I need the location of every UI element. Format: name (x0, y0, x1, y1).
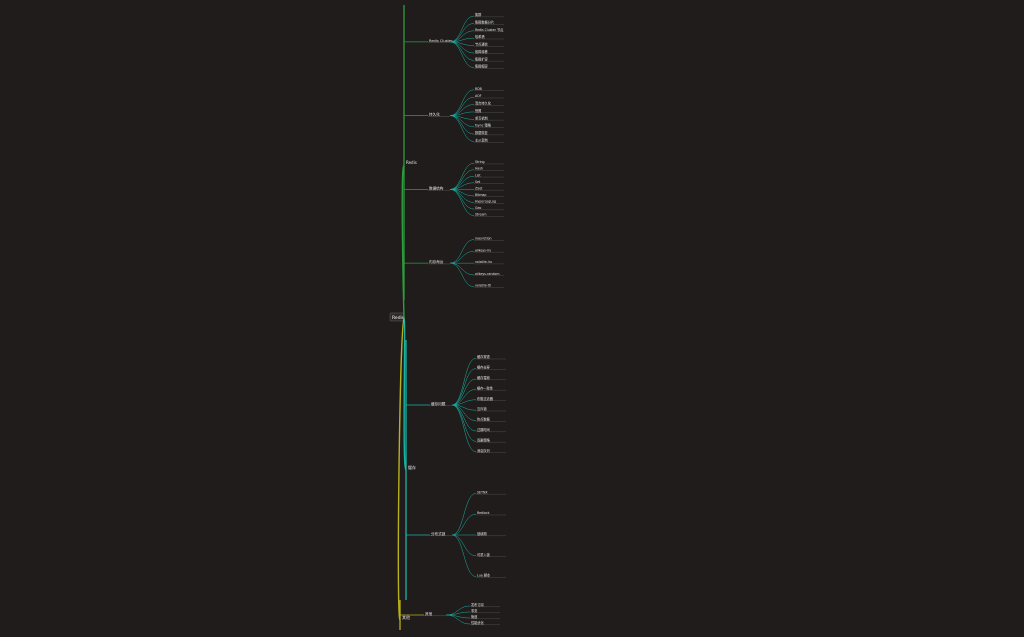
child-label-1-1-2[interactable]: 锁续期 (477, 531, 487, 536)
child-label-2-0-3[interactable]: 性能优化 (471, 620, 485, 625)
child-label-0-2-8[interactable]: Stream (475, 213, 487, 217)
child-edge-0-1-7 (449, 115, 475, 142)
child-label-2-0-0[interactable]: 发布订阅 (471, 602, 484, 607)
child-label-1-0-8[interactable]: 双删策略 (477, 437, 491, 442)
child-edge-1-0-9 (451, 404, 477, 453)
child-label-0-2-7[interactable]: Geo (475, 206, 481, 210)
child-label-1-1-4[interactable]: Lua 脚本 (477, 573, 491, 578)
child-edge-0-2-0 (449, 162, 475, 190)
child-label-0-0-5[interactable]: 故障转移 (475, 49, 489, 54)
group-label-0-1[interactable]: 持久化 (429, 112, 440, 117)
child-label-0-2-2[interactable]: List (475, 173, 481, 177)
child-edge-0-1-0 (449, 89, 475, 116)
group-label-0-2[interactable]: 数据结构 (429, 185, 444, 190)
child-label-1-0-4[interactable]: 布隆过滤器 (477, 396, 494, 401)
child-label-1-1-0[interactable]: SETNX (477, 490, 488, 494)
child-label-0-0-4[interactable]: 节点通信 (475, 42, 489, 47)
child-label-2-0-1[interactable]: 事务 (471, 608, 478, 613)
child-label-0-1-7[interactable]: 主从复制 (475, 137, 488, 142)
child-edge-0-2-1 (449, 169, 475, 190)
child-edge-0-3-3 (449, 262, 475, 276)
child-label-0-0-1[interactable]: 集群数据分片 (475, 19, 494, 24)
child-edge-1-1-0 (451, 493, 477, 536)
child-edge-1-0-8 (451, 404, 477, 442)
group-label-1-0[interactable]: 缓存问题 (431, 401, 446, 406)
child-label-0-2-3[interactable]: Set (475, 180, 481, 184)
child-edge-1-0-2 (451, 378, 477, 406)
group-label-2-0[interactable]: 其他 (425, 611, 433, 616)
child-edge-0-3-1 (449, 251, 475, 264)
group-label-0-0[interactable]: Redis Cluster (429, 39, 453, 43)
child-edge-1-1-4 (451, 534, 477, 577)
branch-label-1[interactable]: 缓存 (408, 464, 416, 470)
child-edge-1-0-7 (451, 404, 477, 432)
child-label-0-1-0[interactable]: RDB (475, 87, 482, 91)
child-label-1-0-7[interactable]: 过期时间 (477, 427, 490, 432)
child-edge-0-0-0 (449, 15, 475, 43)
branch-connector-2 (397, 317, 405, 621)
child-label-0-1-4[interactable]: 重写机制 (475, 115, 488, 120)
child-label-1-0-0[interactable]: 缓存穿透 (477, 354, 491, 359)
child-label-1-1-1[interactable]: Redlock (477, 511, 490, 515)
child-edge-0-0-6 (449, 41, 475, 61)
child-label-0-3-1[interactable]: allkeys-lru (475, 248, 491, 252)
child-label-0-1-3[interactable]: 快照 (475, 108, 482, 113)
root-node-label[interactable]: Redis (392, 315, 405, 321)
child-label-0-1-6[interactable]: 数据恢复 (475, 130, 489, 135)
branch-label-0[interactable]: Redis (406, 160, 417, 165)
child-label-0-3-4[interactable]: volatile-ttl (475, 284, 491, 288)
child-edge-0-2-8 (449, 189, 475, 216)
child-label-1-0-1[interactable]: 缓存击穿 (477, 365, 490, 370)
child-edge-1-0-4 (451, 399, 477, 406)
child-label-0-0-7[interactable]: 集群缩容 (475, 64, 489, 69)
child-label-0-3-2[interactable]: volatile-lru (475, 260, 492, 264)
child-label-0-0-3[interactable]: 哈希槽 (475, 34, 485, 39)
child-edge-0-0-1 (449, 23, 475, 43)
child-edge-0-2-6 (449, 189, 475, 203)
group-label-0-3[interactable]: 内存淘汰 (429, 259, 444, 264)
child-edge-0-0-7 (449, 41, 475, 68)
child-label-1-0-9[interactable]: 消息队列 (477, 448, 490, 453)
child-label-1-0-6[interactable]: 热点数据 (477, 417, 491, 422)
child-edge-0-1-6 (449, 115, 475, 135)
child-label-0-0-0[interactable]: 集群 (475, 12, 482, 17)
branch-connector-0 (401, 164, 405, 319)
child-edge-0-1-1 (449, 96, 475, 116)
child-label-0-3-3[interactable]: allkeys-random (475, 272, 499, 276)
child-label-1-0-2[interactable]: 缓存雪崩 (477, 375, 490, 380)
child-edge-1-1-1 (451, 513, 477, 536)
child-edge-0-3-0 (449, 239, 475, 264)
child-label-0-0-2[interactable]: Redis Cluster 节点 (475, 27, 504, 32)
child-label-0-2-4[interactable]: ZSet (475, 186, 483, 190)
child-label-0-3-0[interactable]: noeviction (475, 237, 492, 241)
child-edge-1-0-1 (451, 368, 477, 406)
child-label-0-0-6[interactable]: 集群扩容 (475, 56, 489, 61)
child-label-0-2-1[interactable]: Hash (475, 167, 483, 171)
child-label-0-2-5[interactable]: Bitmap (475, 193, 486, 197)
child-edge-1-0-0 (451, 357, 477, 406)
child-edge-0-3-4 (449, 262, 475, 287)
child-label-2-0-2[interactable]: 管道 (471, 614, 478, 619)
child-label-0-1-5[interactable]: fsync 策略 (475, 123, 492, 128)
child-edge-0-2-2 (449, 176, 475, 190)
child-label-1-1-3[interactable]: 可重入锁 (477, 552, 491, 557)
child-label-0-1-2[interactable]: 混合持久化 (475, 101, 492, 106)
child-edge-1-0-3 (451, 389, 477, 406)
child-label-0-2-0[interactable]: String (475, 160, 485, 164)
child-label-1-0-5[interactable]: 互斥锁 (477, 406, 487, 411)
child-label-1-0-3[interactable]: 缓存一致性 (477, 385, 494, 390)
group-label-1-1[interactable]: 分布式锁 (431, 531, 446, 536)
child-label-0-1-1[interactable]: AOF (475, 94, 482, 98)
child-edge-1-1-3 (451, 534, 477, 557)
branch-label-2[interactable]: 其他 (402, 614, 410, 620)
child-edge-0-2-7 (449, 189, 475, 210)
branch-connector-1 (403, 317, 407, 471)
child-label-0-2-6[interactable]: HyperLogLog (475, 199, 496, 203)
child-edge-2-0-3 (445, 614, 471, 625)
